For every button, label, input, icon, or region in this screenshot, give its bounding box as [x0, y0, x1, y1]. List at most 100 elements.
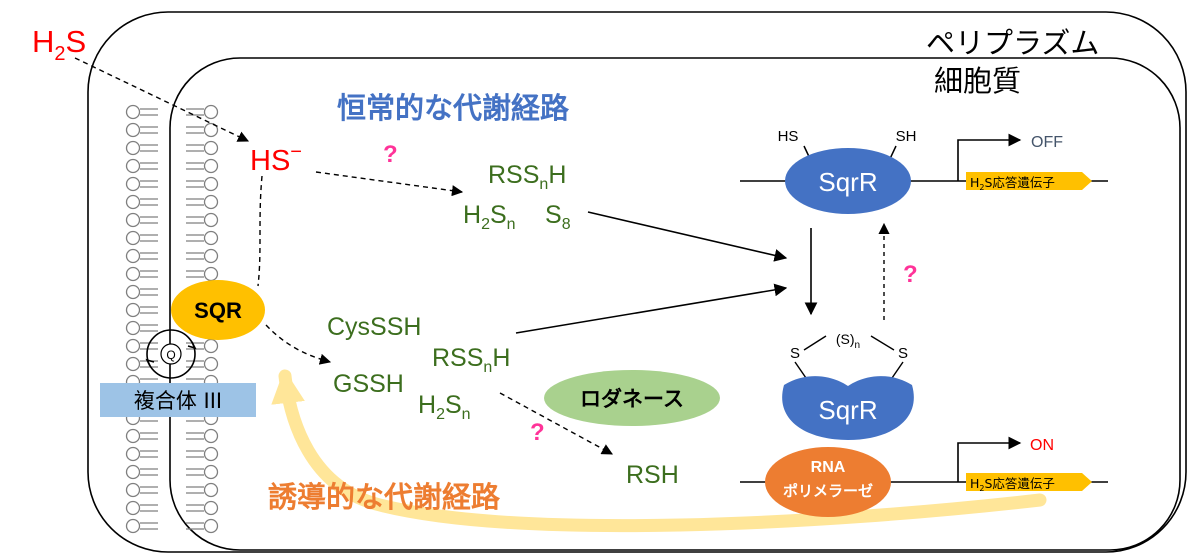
complex-iii-label: 複合体 III [134, 389, 222, 413]
quinone-label: Q [166, 348, 175, 362]
gene-bottom-label: H2S応答遺伝子 [970, 476, 1055, 493]
lipid-head [203, 230, 219, 246]
lipid-head [203, 356, 219, 372]
inducible-pathway-title: 誘導的な代謝経路 [268, 480, 501, 514]
rna-polymerase [765, 447, 891, 517]
lipid-head [203, 122, 219, 138]
sqr-enzyme [171, 280, 265, 340]
unknown-mark-2: ? [530, 419, 545, 446]
state-on-label: ON [1030, 437, 1054, 454]
s8-label: S8 [545, 201, 571, 233]
hs-to-sqr-dashed [257, 175, 263, 287]
lipid-head [125, 176, 141, 192]
unknown-mark-1: ? [383, 141, 398, 168]
rhodanese-enzyme [544, 370, 720, 426]
gene-top-label: H2S応答遺伝子 [970, 175, 1055, 192]
lipid-head [203, 338, 219, 354]
lipid-head [125, 122, 141, 138]
hs-to-rssnh-arrow [315, 171, 464, 197]
rssnh-mid-label: RSSnH [432, 344, 510, 376]
lipid-head [125, 446, 141, 462]
sqrr-oxidized-label: SqrR [818, 395, 877, 425]
lipid-head [125, 518, 141, 534]
h2sn-top-label: H2Sn [463, 201, 516, 233]
lipid-head [125, 284, 141, 300]
q-cycle: Q [145, 329, 197, 379]
lipid-head [125, 158, 141, 174]
lipid-head [125, 266, 141, 282]
periplasm-label: ペリプラズム [926, 26, 1099, 60]
constitutive-pathway-title: 恒常的な代謝経路 [337, 91, 570, 125]
sqrr-oxidized [782, 376, 914, 440]
s-bond-left-down [794, 361, 807, 379]
rna-polymerase-line2: ポリメラーゼ [783, 482, 873, 500]
products-to-rsh-arrow [499, 392, 613, 455]
lipid-head [203, 500, 219, 516]
h2s-label: H2S [32, 24, 86, 65]
h2s-to-hs-arrow [74, 57, 250, 142]
sqr-to-products-arrow [265, 324, 332, 365]
lipid-head [125, 302, 141, 318]
lipid-head [125, 500, 141, 516]
state-off-label: OFF [1031, 134, 1063, 151]
sqr-label: SQR [194, 298, 242, 323]
sqrr-hs-label: HS [778, 128, 799, 145]
s-bond-right-down [891, 361, 904, 379]
gssh-label: GSSH [333, 370, 404, 398]
lipid-head [203, 140, 219, 156]
lipid-head [203, 428, 219, 444]
lipid-head [125, 230, 141, 246]
lipid-head [125, 338, 141, 354]
lipid-head [125, 194, 141, 210]
lipid-head [203, 194, 219, 210]
lipid-head [203, 158, 219, 174]
top-products-to-sqrr-arrow [587, 211, 788, 262]
rssnh-top-label: RSSnH [488, 161, 566, 193]
lipid-head [203, 176, 219, 192]
cytoplasm-label: 細胞質 [934, 64, 1021, 98]
inner-membrane-boundary [169, 57, 1181, 551]
outer-membrane-boundary [87, 11, 1187, 553]
lipid-head [125, 104, 141, 120]
polysulfide-bond-right [870, 335, 895, 351]
lipid-head [203, 518, 219, 534]
rsh-label: RSH [626, 461, 679, 489]
lipid-head [203, 266, 219, 282]
sqrr-s-left-label: S [790, 345, 800, 362]
lipid-head [125, 212, 141, 228]
sqrr-s-right-label: S [898, 345, 908, 362]
complex-iii-box [100, 383, 256, 417]
lipid-head [125, 482, 141, 498]
lipid-head [203, 248, 219, 264]
lipid-head [125, 140, 141, 156]
polysulfide-bond-left [803, 335, 827, 351]
mid-products-to-sqrr-arrow [515, 283, 788, 334]
lipid-head [125, 356, 141, 372]
sqrr-reduced [785, 148, 911, 214]
lipid-head [125, 320, 141, 336]
unknown-mark-3: ? [903, 261, 918, 288]
sqrr-reduced-label: SqrR [818, 167, 877, 197]
h2sn-mid-label: H2Sn [418, 391, 471, 423]
lipid-head [203, 104, 219, 120]
lipid-head [203, 464, 219, 480]
lipid-head [125, 248, 141, 264]
lipid-head [203, 446, 219, 462]
lipid-head [125, 464, 141, 480]
inducible-pathway-arrow [271, 369, 1047, 533]
hs-minus-label: HS− [250, 141, 302, 177]
cysssh-label: CysSSH [327, 313, 421, 341]
promoter-top-arrow [957, 133, 1022, 181]
lipid-head [203, 482, 219, 498]
sqrr-sn-label: (S)n [836, 331, 860, 351]
rhodanese-label: ロダネース [580, 387, 684, 411]
gene-top-arrow-body [966, 172, 1092, 190]
sqrr-sh-label: SH [896, 128, 917, 145]
promoter-bottom-arrow [957, 436, 1022, 482]
rna-polymerase-line1: RNA [811, 459, 846, 476]
lipid-head [203, 212, 219, 228]
gene-bottom-arrow-body [966, 473, 1092, 491]
lipid-head [125, 428, 141, 444]
